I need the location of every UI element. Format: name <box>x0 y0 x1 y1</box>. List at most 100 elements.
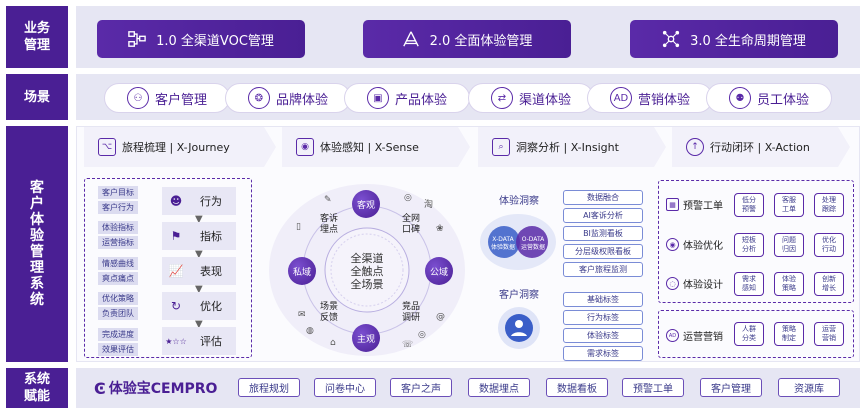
scene-customer[interactable]: ⚇客户管理 <box>104 83 230 113</box>
action-item[interactable]: 人群 分类 <box>734 322 764 346</box>
scene-product[interactable]: ▣ 产品体验 <box>344 83 470 113</box>
business-lifecycle-button[interactable]: 3.0 全生命周期管理 <box>630 20 838 58</box>
refresh-icon: ↻ <box>170 299 182 313</box>
chart-icon: 📈 <box>168 264 184 278</box>
insight-tag[interactable]: 需求标签 <box>563 346 643 361</box>
enable-item[interactable]: 旅程规划 <box>238 378 300 397</box>
action-item[interactable]: 问题 归因 <box>774 233 804 257</box>
row-label-system: 客 户 体 验 管 理 系 统 <box>6 126 68 362</box>
customer-insight-graphic <box>498 307 540 349</box>
journey-tag: 效果评估 <box>98 343 138 356</box>
action-item[interactable]: 短板 分析 <box>734 233 764 257</box>
business-experience-button[interactable]: 2.0 全面体验管理 <box>363 20 571 58</box>
phase-insight[interactable]: ⌕ 洞察分析 | X-Insight <box>478 127 666 167</box>
enable-item[interactable]: 资源库 <box>778 378 840 397</box>
journey-tag: 客户行为 <box>98 201 138 214</box>
phase-insight-label: 洞察分析 | X-Insight <box>516 141 619 154</box>
journey-tag: 运营指标 <box>98 236 138 249</box>
business-voc-button[interactable]: 1.0 全渠道VOC管理 <box>97 20 305 58</box>
action-row-label: 体验优化 <box>683 241 723 252</box>
sense-label: 全网 口碑 <box>401 214 420 235</box>
action-item[interactable]: 需求 感知 <box>734 272 764 296</box>
journey-step-performance[interactable]: 📈表现 <box>162 257 236 285</box>
action-item[interactable]: 运营 营销 <box>814 322 844 346</box>
insight-tag[interactable]: 数据融合 <box>563 190 643 205</box>
enable-item[interactable]: 预警工单 <box>622 378 684 397</box>
action-item[interactable]: 优化 行动 <box>814 233 844 257</box>
journey-step-metric[interactable]: ⚑指标 <box>162 222 236 250</box>
journey-step-optimize[interactable]: ↻优化 <box>162 292 236 320</box>
chat-icon: ✉ <box>298 310 306 320</box>
logo-c-icon: Ͼ <box>94 378 106 398</box>
enable-item[interactable]: 数据看板 <box>546 378 608 397</box>
insight-experience-title: 体验洞察 <box>499 196 539 207</box>
scene-employee[interactable]: ⚉ 员工体验 <box>706 83 832 113</box>
insight-tag[interactable]: BI监测看板 <box>563 226 643 241</box>
down-arrow-icon: ▼ <box>195 319 203 330</box>
sense-label: 客诉 埋点 <box>319 214 338 235</box>
scene-employee-label: 员工体验 <box>756 92 809 108</box>
phone-icon: ▯ <box>296 222 301 232</box>
sense-node-public[interactable]: 公域 <box>425 257 453 285</box>
wechat-icon: ◍ <box>306 326 314 336</box>
employee-icon: ⚉ <box>728 87 751 109</box>
action-item[interactable]: 客服 工单 <box>774 193 804 217</box>
sense-center-text: 全渠道 全触点 全场景 <box>350 252 384 291</box>
target-icon: ◎ <box>418 330 426 340</box>
sense-diagram <box>269 184 465 356</box>
phase-sense[interactable]: ◉体验感知 | X-Sense <box>282 127 470 167</box>
route-icon: ⌥ <box>98 138 116 156</box>
scene-product-label: 产品体验 <box>394 92 447 108</box>
insight-tag[interactable]: 分层级权限看板 <box>563 244 643 259</box>
optimize-icon: ◉ <box>666 238 679 251</box>
action-row-warning[interactable]: ▦预警工单 <box>666 197 723 212</box>
enable-item[interactable]: 客户之声 <box>390 378 452 397</box>
edit-icon: ✎ <box>324 195 332 205</box>
row-label-business: 业务 管理 <box>6 6 68 68</box>
brand-logo: Ͼ 体验宝CEMPRO <box>94 378 217 398</box>
action-item[interactable]: 体验 策略 <box>774 272 804 296</box>
sense-node-private[interactable]: 私域 <box>288 257 316 285</box>
journey-tag: 负责团队 <box>98 307 138 320</box>
brand-name: 体验宝CEMPRO <box>108 381 218 397</box>
swap-icon: ⇄ <box>490 87 513 109</box>
insight-tag[interactable]: 体验标签 <box>563 328 643 343</box>
signal-icon: ◉ <box>296 138 314 156</box>
stars-icon: ★☆☆ <box>165 336 187 346</box>
insight-tag[interactable]: 基础标签 <box>563 292 643 307</box>
journey-tag: 爽点痛点 <box>98 272 138 285</box>
action-item[interactable]: 创新 增长 <box>814 272 844 296</box>
scene-channel-label: 渠道体验 <box>518 92 571 108</box>
scene-channel[interactable]: ⇄ 渠道体验 <box>468 83 594 113</box>
magnifier-icon: ⌕ <box>492 138 510 156</box>
action-item[interactable]: 策略 制定 <box>774 322 804 346</box>
insight-tag[interactable]: 行为标签 <box>563 310 643 325</box>
insight-tag[interactable]: AI客诉分析 <box>563 208 643 223</box>
box-icon: ▣ <box>366 87 389 109</box>
phase-action[interactable]: ↑行动闭环 | X-Action <box>672 127 850 167</box>
enable-item[interactable]: 数据埋点 <box>468 378 530 397</box>
phase-journey[interactable]: ⌥ 旅程梳理 | X-Journey <box>84 127 276 167</box>
action-item[interactable]: 低分 预警 <box>734 193 764 217</box>
action-row-label: 预警工单 <box>683 201 723 212</box>
journey-step-label: 指标 <box>200 230 222 243</box>
network-icon <box>662 30 680 48</box>
scene-customer-label: 客户管理 <box>154 92 207 108</box>
telecom-icon: ☏ <box>402 340 414 350</box>
journey-step-evaluate[interactable]: ★☆☆评估 <box>162 327 236 355</box>
sense-node-objective[interactable]: 客观 <box>352 190 380 218</box>
insight-tag[interactable]: 客户旅程监测 <box>563 262 643 277</box>
action-item[interactable]: 处理 跟踪 <box>814 193 844 217</box>
phase-journey-label: 旅程梳理 | X-Journey <box>122 141 230 154</box>
action-row-design[interactable]: ◌体验设计 <box>666 276 723 291</box>
journey-step-behavior[interactable]: ☻行为 <box>162 187 236 215</box>
enable-item[interactable]: 客户管理 <box>700 378 762 397</box>
action-row-optimize[interactable]: ◉ 体验优化 <box>666 237 723 252</box>
row-label-enable: 系统 赋能 <box>6 368 68 408</box>
enable-item[interactable]: 问卷中心 <box>314 378 376 397</box>
sense-node-subjective[interactable]: 主观 <box>352 324 380 352</box>
insight-experience-graphic <box>480 214 556 270</box>
scene-brand[interactable]: ❂品牌体验 <box>225 83 351 113</box>
